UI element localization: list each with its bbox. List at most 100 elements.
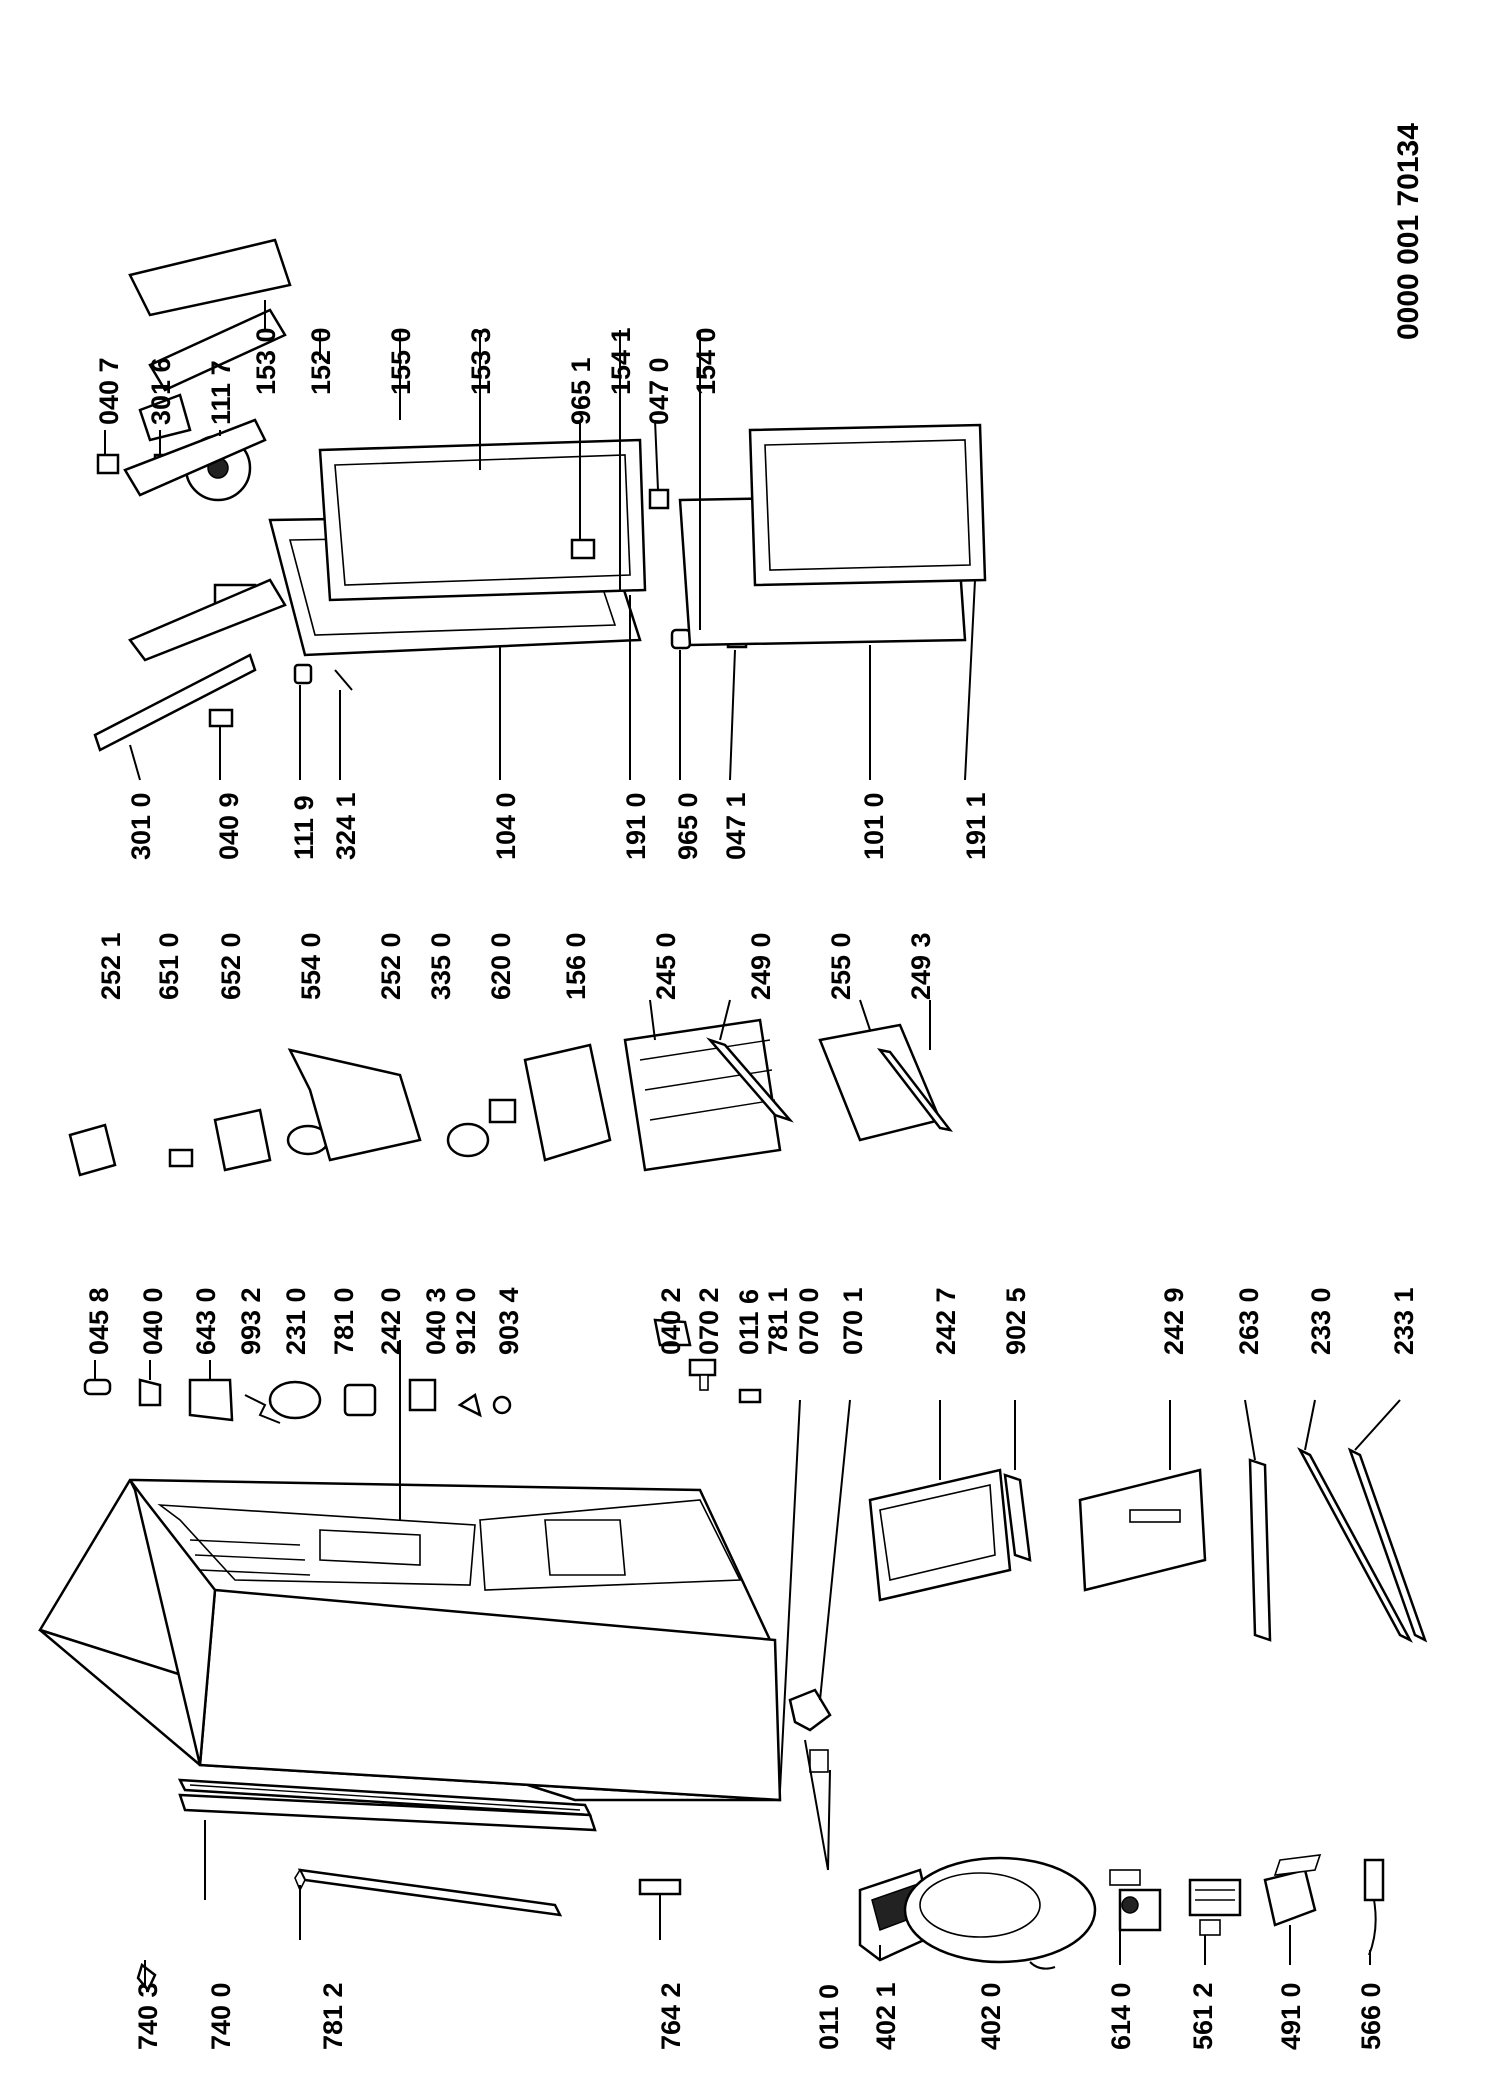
callout: 740 3 [133,1982,163,2050]
bolt-part [688,1358,717,1391]
thermostat-part [1188,1878,1242,1936]
callout: 912 0 [451,1287,481,1355]
rail-part-b [1347,1447,1428,1643]
callout: 554 0 [296,932,326,1000]
door-handle-part [93,653,257,752]
callout: 040 9 [214,792,244,860]
spacer-part [738,1388,762,1404]
callout: 040 0 [138,1287,168,1355]
callout: 111 9 [289,795,319,860]
screw-part-c [334,669,353,691]
callout: 781 1 [763,1287,793,1355]
door-balcony-a [128,238,292,317]
screw-part-a [457,1392,482,1418]
callout: 965 0 [673,792,703,860]
cap-part [293,663,313,685]
rail-part [178,1793,597,1832]
control-unit-part [213,1108,272,1172]
callout: 011 0 [814,1984,844,2050]
callout: 242 7 [931,1287,961,1355]
door-balcony-c [123,418,267,497]
callout: 561 2 [1188,1982,1218,2050]
long-bar-part [294,1868,563,1917]
callout: 040 2 [656,1287,686,1355]
callout: 614 0 [1106,1982,1136,2050]
damper-part [446,1122,490,1158]
callout: 764 2 [656,1982,686,2050]
callout: 233 1 [1389,1287,1419,1355]
sensor-part [488,1098,517,1124]
callout: 045 8 [84,1287,114,1355]
callout: 781 2 [318,1982,348,2050]
callout: 231 0 [281,1287,311,1355]
document-code: 0000 001 70134 [1392,123,1425,340]
callout: 249 0 [746,932,776,1000]
door-balcony-d [128,578,287,662]
callout: 011 6 [734,1289,764,1355]
callout: 491 0 [1276,1982,1306,2050]
callout: 153 0 [251,327,281,395]
callout: 651 0 [154,932,184,1000]
hinge-pin-part [670,628,692,650]
relay-part [1109,1869,1162,1932]
callout: 301 0 [126,792,156,860]
callout: 040 7 [94,357,124,425]
clip-part-b [208,708,234,728]
callout: 249 3 [906,932,936,1000]
callout: 191 1 [961,792,991,860]
door-balcony-b [148,308,287,392]
callout: 070 0 [794,1287,824,1355]
callout: 902 5 [1001,1287,1031,1355]
callout: 402 0 [976,1982,1006,2050]
callout: 152 0 [306,327,336,395]
callout: 242 9 [1159,1287,1189,1355]
callout: 047 0 [644,357,674,425]
callout: 255 0 [826,932,856,1000]
plate-part [268,1380,322,1420]
compressor-part [903,1856,1097,1970]
egg-tray-part [138,393,192,442]
drain-plug-part [136,1962,157,1993]
callout: 620 0 [486,932,516,1000]
callout: 153 3 [466,327,496,395]
light-cover-part [188,1378,234,1422]
callout: 070 2 [694,1287,724,1355]
clip-part-a [138,1378,162,1407]
callout: 903 4 [494,1287,524,1355]
callout: 252 0 [376,932,406,1000]
shelf-trim-part [706,1037,794,1123]
knob-part [168,1148,194,1168]
callout: 111 7 [206,360,236,425]
callout: 047 1 [721,792,751,860]
leader-lines [94,300,1401,1985]
upper-door-gasket-part [318,438,647,602]
lamp-holder-part [343,1383,377,1417]
callout: 245 0 [651,932,681,1000]
callout: 191 0 [621,792,651,860]
callout: 402 1 [871,1982,901,2050]
lower-door-gasket-part [748,423,987,587]
callout: 155 0 [386,327,416,395]
hinge-plug-part [570,538,596,560]
hinge-bushing-part [648,488,670,510]
evaporator-cover-part [287,1048,422,1162]
callout: 965 1 [566,357,596,425]
strip-part [1248,1458,1272,1642]
callout: 993 2 [236,1287,266,1355]
callout: 335 0 [426,932,456,1000]
callout-labels: 740 3 740 0 781 2 764 2 011 0 402 1 402 … [84,327,1419,2050]
callout: 781 0 [329,1287,359,1355]
bracket-part [408,1378,437,1412]
crisper-drawer-upper [868,1468,1012,1602]
screw-part-b [492,1395,512,1415]
connector-part [1263,1854,1322,1927]
callout: 652 0 [216,932,246,1000]
glass-shelf-trim-part [876,1048,954,1132]
grommet-part [83,1378,112,1396]
pin-part [638,1878,682,1905]
glass-shelf-part [818,1023,942,1142]
callout: 242 0 [376,1287,406,1355]
door-stop-part [96,453,120,475]
callout: 104 0 [491,792,521,860]
